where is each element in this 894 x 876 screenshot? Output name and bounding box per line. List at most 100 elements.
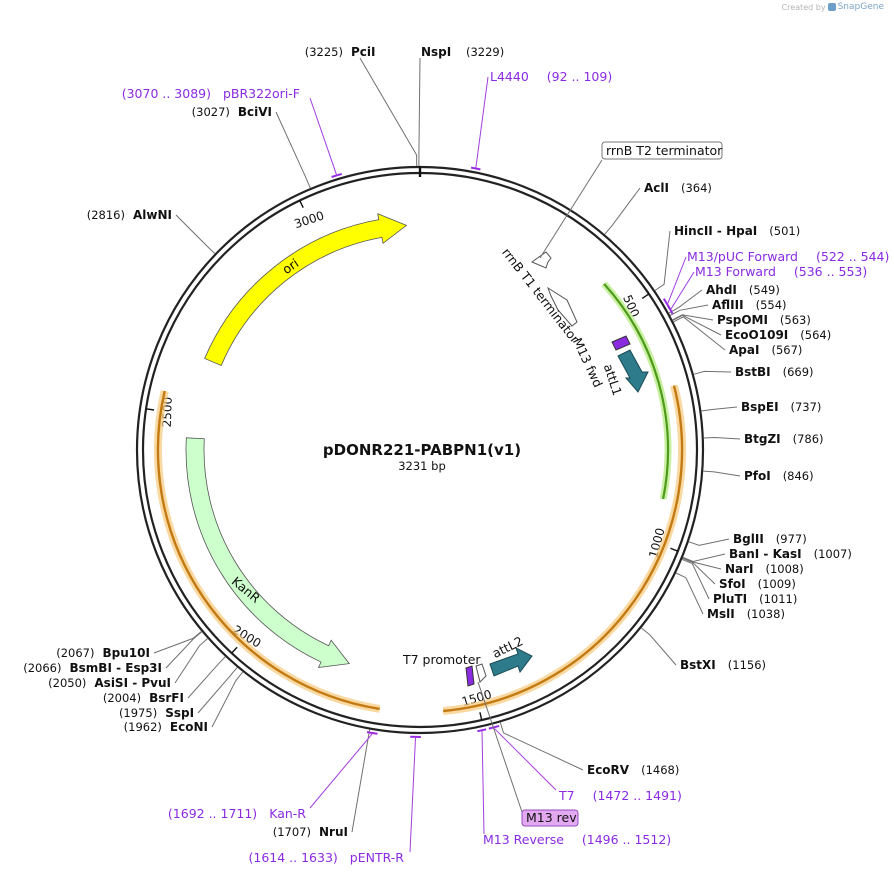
- leader-line: [640, 627, 677, 666]
- restriction-site[interactable]: PluTI(1011): [681, 558, 797, 606]
- m13-fwd-glyph[interactable]: [611, 335, 631, 351]
- site-position: (786): [793, 432, 824, 446]
- kanr-feature[interactable]: [185, 437, 350, 668]
- site-name: BciVI: [238, 105, 272, 119]
- site-name: HincII - HpaI: [674, 224, 757, 238]
- primer-range: (1692 .. 1711): [168, 806, 257, 821]
- site-name: AclI: [644, 181, 669, 195]
- restriction-site[interactable]: ApaI(567): [673, 316, 803, 357]
- primer-binding-site[interactable]: M13 Forward(536 .. 553): [666, 264, 867, 315]
- tick-mark: [641, 293, 650, 300]
- attl1-glyph[interactable]: [617, 349, 649, 393]
- restriction-site[interactable]: (3027) BciVI: [192, 105, 311, 189]
- site-position: (567): [772, 343, 803, 357]
- restriction-site[interactable]: (2066)BsmBI - Esp3I: [23, 631, 203, 675]
- leader-line: [682, 557, 716, 585]
- site-position: (501): [769, 224, 800, 238]
- restriction-site[interactable]: BanI - KasI(1007): [682, 547, 852, 563]
- site-position: (846): [783, 469, 814, 483]
- primer-binding-site[interactable]: M13/pUC Forward(522 .. 544): [662, 249, 890, 310]
- leader-line: [475, 76, 489, 168]
- leader-line: [153, 631, 202, 654]
- leader-line: [681, 558, 710, 600]
- site-name: BsmBI - Esp3I: [70, 661, 162, 675]
- m13-rev-callout[interactable]: M13 rev: [477, 681, 579, 827]
- restriction-site[interactable]: AclI(364): [604, 181, 712, 235]
- restriction-site[interactable]: (2067)Bpu10I: [56, 631, 202, 660]
- restriction-site[interactable]: (3225)PciI: [305, 45, 418, 167]
- site-name: BsrFI: [149, 691, 184, 705]
- restriction-site[interactable]: SfoI(1009): [682, 557, 796, 591]
- restriction-site[interactable]: (2050)AsiSI - PvuI: [48, 638, 208, 691]
- leader-line: [688, 538, 730, 546]
- restriction-site[interactable]: EcoRV(1468): [499, 722, 679, 777]
- restriction-site[interactable]: (1707)NruI: [273, 729, 371, 840]
- green-feature-arc[interactable]: [603, 283, 670, 500]
- restriction-site[interactable]: (1975)SspI: [119, 667, 238, 720]
- restriction-site[interactable]: AhdI(549): [668, 283, 780, 314]
- primer-name: pENTR-R: [350, 850, 405, 865]
- tick-label: 3000: [292, 208, 325, 231]
- leader-line: [187, 656, 226, 699]
- restriction-site[interactable]: BtgZI(786): [703, 432, 824, 446]
- site-name: EcoO109I: [725, 328, 788, 342]
- site-position: (1011): [759, 592, 797, 606]
- brand-watermark: Created by SnapGene: [782, 2, 884, 12]
- site-position: (1962): [124, 720, 162, 734]
- primer-range: (1614 .. 1633): [249, 850, 338, 865]
- leader-line: [309, 733, 373, 809]
- leader-line: [693, 370, 732, 375]
- primer-arc: [331, 172, 343, 178]
- site-name: AflIII: [712, 298, 744, 312]
- site-position: (2050): [48, 676, 86, 690]
- restriction-site[interactable]: BspEI(737): [701, 400, 821, 414]
- site-position: (3027): [192, 105, 230, 119]
- restriction-site[interactable]: (2816)AlwNI: [87, 208, 216, 254]
- restriction-site[interactable]: BstXI(1156): [640, 627, 766, 672]
- rrnb-t2-callout[interactable]: rrnB T2 terminator: [539, 141, 723, 259]
- t7-promoter-outline[interactable]: [475, 663, 487, 683]
- primer-binding-site[interactable]: L4440(92 .. 109): [470, 69, 612, 171]
- restriction-site[interactable]: (1962)EcoNI: [124, 671, 244, 734]
- site-name: MslI: [707, 607, 735, 621]
- brand-prefix: Created by: [781, 2, 826, 12]
- restriction-site[interactable]: NspI(3229): [418, 45, 504, 166]
- leader-line: [672, 314, 714, 321]
- leader-line: [675, 572, 704, 615]
- primer-binding-site[interactable]: pBR322ori-F(3070 .. 3089): [122, 86, 343, 178]
- restriction-site[interactable]: NarI(1008): [682, 557, 804, 576]
- site-position: (1038): [747, 607, 785, 621]
- site-name: BspEI: [741, 400, 779, 414]
- ori-feature[interactable]: [204, 213, 408, 367]
- attl2-glyph[interactable]: [489, 647, 533, 677]
- primer-binding-site[interactable]: T7(1472 .. 1491): [488, 724, 682, 803]
- restriction-site[interactable]: AflIII(554): [669, 298, 787, 316]
- site-name: NspI: [421, 45, 451, 59]
- tick-mark: [479, 712, 483, 721]
- restriction-site[interactable]: PfoI(846): [703, 469, 814, 483]
- site-position: (1975): [119, 706, 157, 720]
- restriction-site[interactable]: HincII - HpaI (501): [654, 224, 800, 291]
- rrnb-t1-terminator-glyph[interactable]: [547, 286, 578, 327]
- tick-mark: [231, 646, 238, 654]
- restriction-site[interactable]: MslI (1038): [675, 572, 785, 621]
- rrnb-t2-terminator-glyph[interactable]: [530, 251, 552, 269]
- t7-promoter-glyph[interactable]: [465, 665, 475, 687]
- site-name: BstBI: [735, 365, 771, 379]
- primer-binding-site[interactable]: M13 Reverse(1496 .. 1512): [477, 728, 671, 847]
- restriction-site[interactable]: (2004)BsrFI: [103, 656, 226, 705]
- restriction-site[interactable]: PspOMI(563): [672, 313, 811, 327]
- leader-line: [499, 722, 584, 771]
- site-position: (549): [749, 283, 780, 297]
- primer-binding-site[interactable]: Kan-R(1692 .. 1711): [168, 731, 378, 821]
- restriction-site[interactable]: BstBI(669): [693, 365, 814, 379]
- leader-line: [682, 553, 726, 563]
- leader-line: [359, 57, 418, 167]
- site-name: NruI: [319, 825, 348, 839]
- primer-binding-site[interactable]: pENTR-R (1614 .. 1633): [249, 735, 421, 865]
- site-position: (1009): [758, 577, 796, 591]
- restriction-site[interactable]: EcoO109I(564): [672, 314, 832, 342]
- m13-rev-label: M13 rev: [526, 810, 577, 825]
- restriction-site[interactable]: BglII(977): [688, 532, 807, 546]
- primer-arc: [477, 728, 487, 733]
